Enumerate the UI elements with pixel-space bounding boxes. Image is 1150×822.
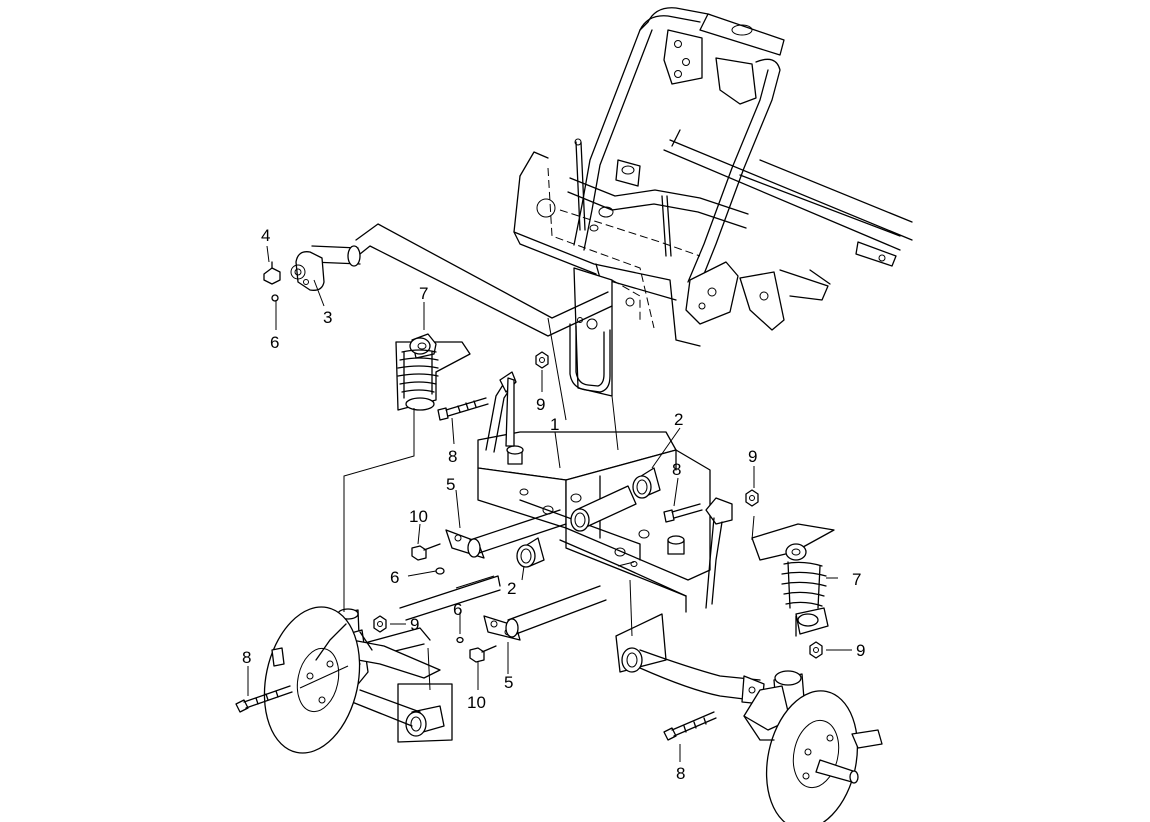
callout-8-lower-left: 8: [242, 648, 251, 667]
bolt-8-upper-left: [437, 397, 489, 421]
nut-9-upper: [535, 351, 549, 369]
bolt-8-lower-right: [663, 711, 717, 741]
callout-2-upper: 2: [674, 410, 683, 429]
nut-9-right-lower: [809, 641, 823, 659]
callout-1: 1: [550, 415, 559, 434]
right-control-arm: [483, 585, 765, 705]
bushing-2-right: [632, 467, 661, 499]
callout-7-lower: 7: [852, 570, 861, 589]
callout-4: 4: [261, 226, 270, 245]
callout-8-lower-right: 8: [676, 764, 685, 783]
bolt-8-upper-right: [663, 503, 703, 523]
callout-10-upper: 10: [409, 507, 428, 526]
callout-10-lower: 10: [467, 693, 486, 712]
callout-8-upper: 8: [448, 447, 457, 466]
callout-3: 3: [323, 308, 332, 327]
callout-5-lower: 5: [504, 673, 513, 692]
bolt-4: [263, 261, 281, 285]
callout-labels: 1 2 2 3 4 5 5 6 6 6 7 7 8 8 8 8 9 9 9 9 …: [242, 226, 865, 783]
frame-assembly: [513, 7, 913, 397]
callout-2-lower: 2: [507, 579, 516, 598]
left-wheel-hub: [263, 606, 441, 754]
leader-lines: [247, 245, 852, 762]
washer-6-mid: [435, 567, 445, 575]
nut-9-left-lower: [373, 615, 387, 633]
callout-7-upper: 7: [419, 284, 428, 303]
washer-6-lower: [456, 636, 464, 644]
left-control-arm: [329, 509, 567, 743]
callout-6-mid: 6: [390, 568, 399, 587]
shock-absorber-right: [751, 523, 835, 637]
alignment-lines: [299, 317, 755, 691]
bolt-10-lower: [469, 645, 497, 663]
callout-6-upper: 6: [270, 333, 279, 352]
bolt-10-left: [411, 543, 441, 561]
callout-5-upper: 5: [446, 475, 455, 494]
washer-6-upper: [271, 294, 279, 302]
shock-absorber-left: [395, 333, 471, 411]
nut-9-right: [745, 489, 759, 507]
bolt-8-lower-left: [235, 685, 293, 713]
callout-8-right: 8: [672, 460, 681, 479]
callout-9-upper: 9: [536, 395, 545, 414]
stabilizer-bar: [290, 223, 613, 337]
callout-6-lower: 6: [453, 600, 462, 619]
right-wheel-hub: [743, 670, 883, 822]
callout-9-right: 9: [748, 447, 757, 466]
callout-9-left-lower: 9: [410, 615, 419, 634]
callout-9-right-lower: 9: [856, 641, 865, 660]
main-cross-beam: [477, 371, 733, 613]
bushing-2-left: [516, 537, 545, 568]
